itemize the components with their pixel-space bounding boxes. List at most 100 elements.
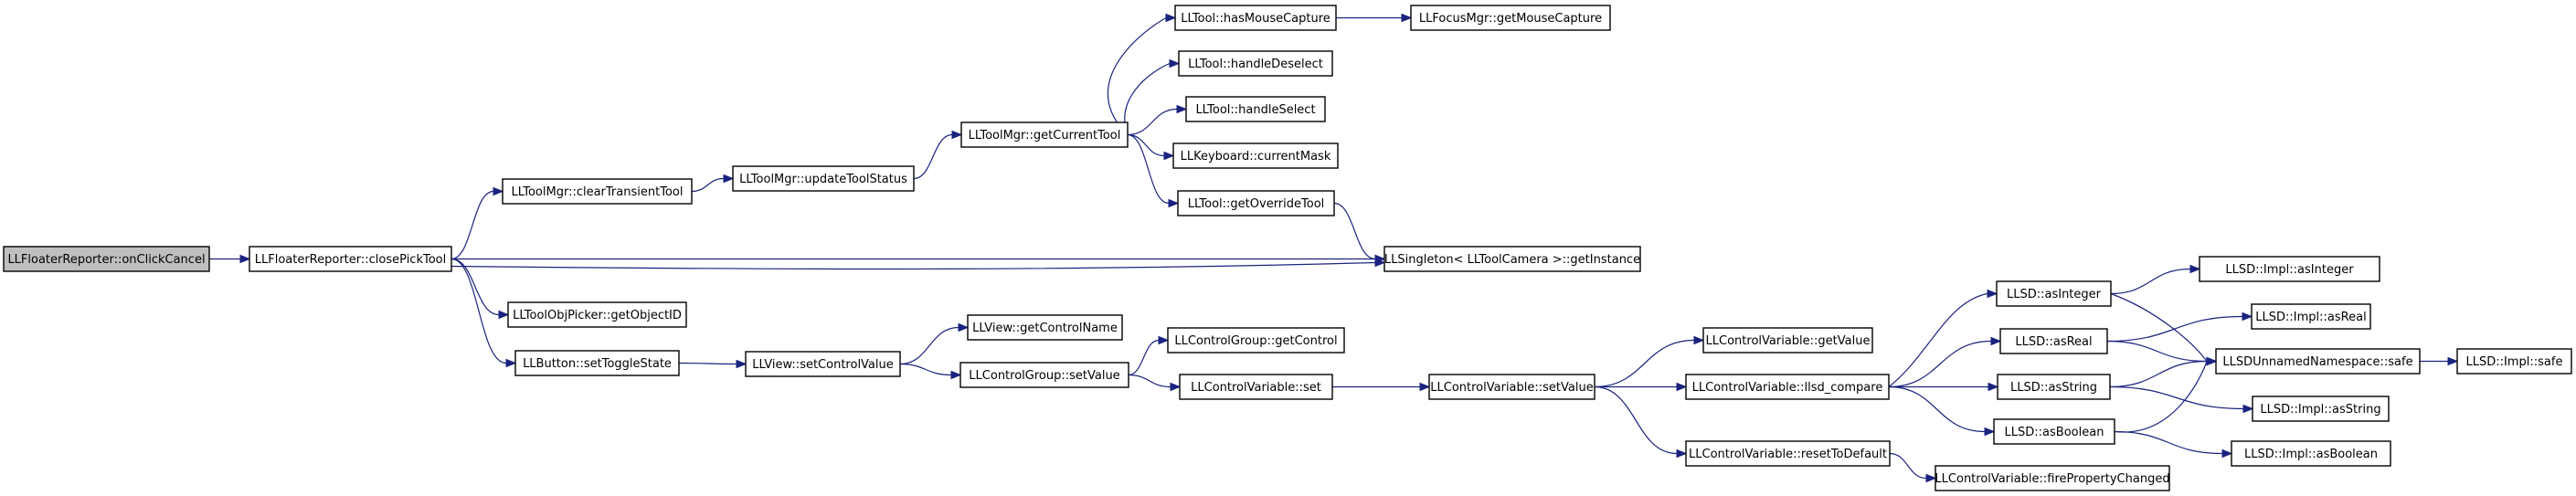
node-llcontrolvariable-resettodefault[interactable]: LLControlVariable::resetToDefault (1685, 440, 1891, 467)
node-llsingleton-lltoolcamera-getinstance[interactable]: LLSingleton< LLToolCamera >::getInstance (1383, 246, 1641, 272)
edge-arrowhead (2242, 311, 2253, 322)
edge-line (451, 258, 500, 316)
node-box (1179, 374, 1333, 400)
edge-arrowhead (1988, 382, 1999, 392)
edge-arrowhead (1676, 382, 1688, 392)
edge-arrowhead (1176, 104, 1188, 114)
node-llcontrolvariable-set[interactable]: LLControlVariable::set (1179, 374, 1333, 400)
edge-n4-n5 (1107, 13, 1177, 135)
node-label: LLTool::handleDeselect (1188, 58, 1323, 71)
node-lltool-handledeselect[interactable]: LLTool::handleDeselect (1178, 50, 1333, 77)
node-llkeyboard-currentmask[interactable]: LLKeyboard::currentMask (1172, 142, 1339, 169)
edge-arrowhead (1990, 336, 2002, 346)
edge-n26-n30 (2109, 356, 2218, 388)
node-box (1428, 374, 1595, 400)
node-box (1410, 5, 1611, 31)
node-box (732, 165, 915, 192)
edge-n1-n13 (451, 258, 517, 368)
edge-arrowhead (1693, 335, 1705, 345)
edge-n19-n20 (1594, 335, 1705, 388)
node-label: LLView::setControlValue (752, 358, 894, 372)
node-lltool-getoverridetool[interactable]: LLTool::getOverrideTool (1177, 190, 1335, 216)
node-box (2456, 348, 2572, 375)
node-llsd-asboolean[interactable]: LLSD::asBoolean (1993, 418, 2115, 445)
edge-arrowhead (1169, 58, 1181, 69)
node-label: LLFloaterReporter::closePickTool (255, 253, 446, 267)
edge-line (899, 363, 952, 376)
node-llfloaterreporter-onclickcancel[interactable]: LLFloaterReporter::onClickCancel (3, 246, 210, 272)
node-llsd-asinteger[interactable]: LLSD::asInteger (1996, 280, 2112, 307)
edge-arrowhead (950, 370, 962, 380)
node-llfocusmgr-getmousecapture[interactable]: LLFocusMgr::getMouseCapture (1410, 5, 1611, 31)
node-llbutton-settogglestate[interactable]: LLButton::setToggleState (514, 350, 680, 376)
edge-line (1128, 374, 1171, 388)
node-label: LLControlVariable::firePropertyChanged (1935, 472, 2169, 486)
edge-n26-n31 (2109, 385, 2254, 414)
edge-n25-n29 (2106, 311, 2253, 343)
node-box (1935, 465, 2170, 491)
edge-n1-n12 (451, 258, 510, 320)
node-llview-getcontrolname[interactable]: LLView::getControlName (967, 314, 1123, 341)
node-box (2252, 396, 2390, 422)
node-box (967, 314, 1123, 341)
node-lltoolmgr-updatetoolstatus[interactable]: LLToolMgr::updateToolStatus (732, 165, 915, 192)
node-label: LLSD::Impl::asString (2260, 403, 2380, 417)
edge-arrowhead (1165, 13, 1177, 23)
node-label: LLToolObjPicker::getObjectID (513, 309, 682, 322)
node-label: LLFocusMgr::getMouseCapture (1419, 12, 1602, 26)
edge-arrowhead (1676, 449, 1688, 459)
node-lltoolmgr-getcurrenttool[interactable]: LLToolMgr::getCurrentTool (960, 121, 1129, 148)
node-label: LLSD::Impl::safe (2466, 355, 2563, 369)
node-box (1999, 328, 2108, 354)
edge-line (1107, 16, 1167, 135)
edge-n21-n24 (1888, 289, 1998, 387)
node-llcontrolvariable-llsd-compare[interactable]: LLControlVariable::llsd_compare (1685, 374, 1890, 400)
node-box (745, 351, 901, 377)
node-llcontrolvariable-firepropertychanged[interactable]: LLControlVariable::firePropertyChanged (1935, 465, 2170, 491)
node-label: LLFloaterReporter::onClickCancel (7, 253, 205, 267)
node-llsd-impl-asstring[interactable]: LLSD::Impl::asString (2252, 396, 2390, 422)
edge-layer (209, 13, 2459, 483)
node-lltoolobjpicker-getobjectid[interactable]: LLToolObjPicker::getObjectID (507, 301, 687, 328)
edge-line (451, 261, 1376, 270)
edge-line (1594, 385, 1678, 455)
node-llsdunnamednamespace-safe[interactable]: LLSDUnnamedNamespace::safe (2215, 348, 2421, 375)
node-label: LLView::getControlName (972, 322, 1118, 335)
node-llcontrolvariable-getvalue[interactable]: LLControlVariable::getValue (1702, 327, 1873, 354)
node-llcontrolvariable-setvalue[interactable]: LLControlVariable::setValue (1428, 374, 1595, 400)
node-label: LLToolMgr::updateToolStatus (739, 173, 907, 186)
node-lltool-hasmousecapture[interactable]: LLTool::hasMouseCapture (1174, 5, 1337, 31)
edge-n21-n27 (1888, 385, 1996, 437)
edge-arrowhead (1401, 13, 1413, 23)
node-llsd-impl-asreal[interactable]: LLSD::Impl::asReal (2251, 303, 2371, 330)
node-box (1167, 327, 1345, 354)
node-box (1996, 280, 2112, 307)
node-label: LLSD::asString (2010, 381, 2097, 395)
edge-arrowhead (958, 322, 970, 332)
node-box (1702, 327, 1873, 354)
edge-arrowhead (1163, 151, 1175, 161)
edge-arrowhead (2221, 449, 2233, 459)
node-llfloaterreporter-closepicktool[interactable]: LLFloaterReporter::closePickTool (249, 246, 452, 272)
edge-arrowhead (1158, 335, 1170, 345)
node-box (249, 246, 452, 272)
node-llsd-asreal[interactable]: LLSD::asReal (1999, 328, 2108, 354)
node-llview-setcontrolvalue[interactable]: LLView::setControlValue (745, 351, 901, 377)
edge-n30-n33 (2419, 356, 2459, 366)
node-llcontrolgroup-getcontrol[interactable]: LLControlGroup::getControl (1167, 327, 1345, 354)
node-box (502, 178, 693, 205)
edge-line (1333, 202, 1376, 260)
node-llcontrolgroup-setvalue[interactable]: LLControlGroup::setValue (959, 362, 1129, 388)
node-label: LLSD::Impl::asReal (2255, 311, 2366, 324)
edge-arrowhead (736, 359, 747, 369)
edge-n4-n10 (1127, 133, 1180, 208)
node-lltoolmgr-cleartransienttool[interactable]: LLToolMgr::clearTransientTool (502, 178, 693, 205)
node-llsd-asstring[interactable]: LLSD::asString (1997, 374, 2111, 400)
node-box (1178, 50, 1333, 77)
node-lltool-handleselect[interactable]: LLTool::handleSelect (1185, 96, 1326, 122)
node-llsd-impl-asboolean[interactable]: LLSD::Impl::asBoolean (2231, 440, 2391, 467)
node-llsd-impl-safe[interactable]: LLSD::Impl::safe (2456, 348, 2572, 375)
node-llsd-impl-asinteger[interactable]: LLSD::Impl::asInteger (2199, 256, 2380, 282)
edge-arrowhead (239, 254, 251, 264)
node-label: LLSD::asReal (2015, 335, 2092, 349)
